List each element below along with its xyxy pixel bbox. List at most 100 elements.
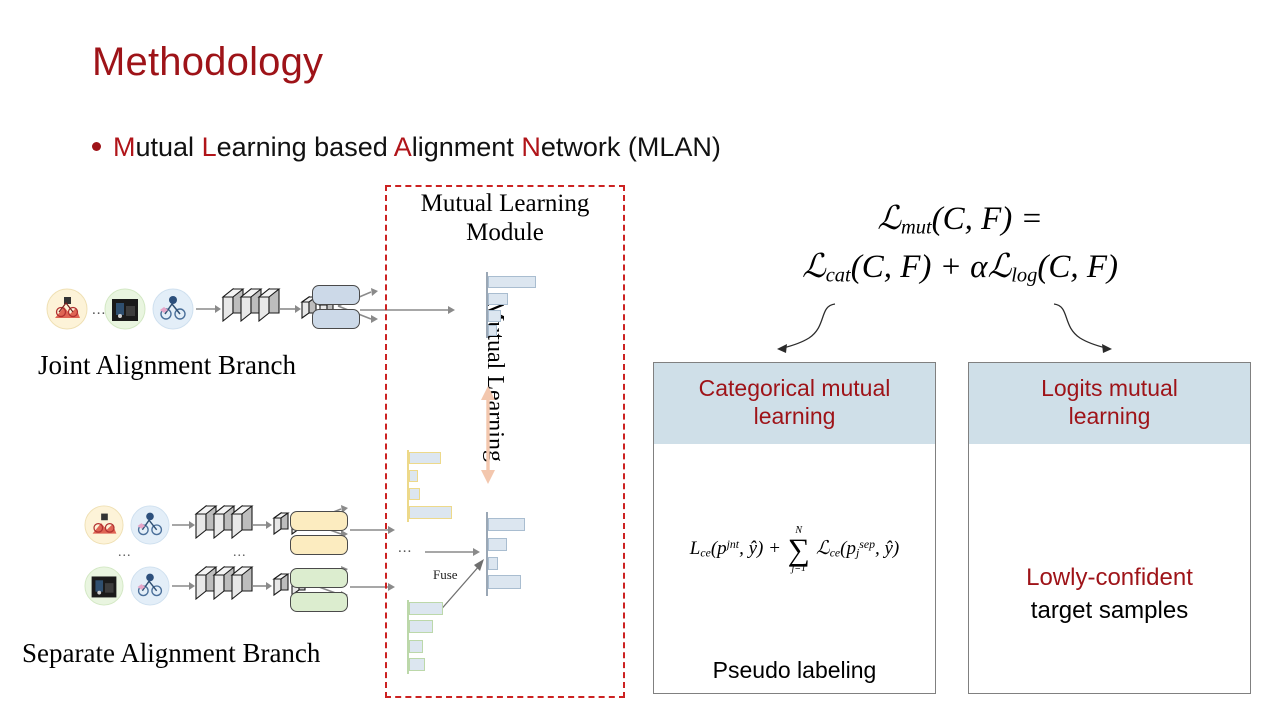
fuse-label: Fuse [433,567,458,582]
sample-image-icon-3 [152,288,194,330]
chart-bar [409,658,425,671]
chart-separate-branch-1 [407,450,477,522]
arrow-icon-fuse-diagonal [437,559,484,614]
chart-bar [409,488,420,500]
card-logits-header: Logits mutual learning [969,363,1250,445]
module-ellipsis: ... [398,540,413,556]
formula-lead-sub: ce [700,546,711,560]
joint-output-box-1 [312,285,360,305]
loss-symbol-mut: ℒ [877,201,901,237]
arrow-icon-joint-to-conv [196,305,221,313]
separate-branch-label: Separate Alignment Branch [22,638,321,668]
formula-tail-sup: sep [859,537,875,551]
chart-separate-branch-2 [407,600,477,674]
formula-tail: ℒ [816,538,830,560]
card-logits-body: Lowly-confident target samples [969,444,1250,702]
formula-tail-sub2: j [855,546,860,560]
conv-block-group-joint [221,287,281,323]
equation-args-2: (C, F) [850,248,932,285]
chart-axis [407,600,409,674]
sample-image-icon-6 [84,566,124,606]
page-title: Methodology [92,40,324,84]
formula-tail-close: , ŷ) [874,538,900,560]
bullet-dot-icon [92,142,101,151]
loss-equation: ℒmut(C, F) = ℒcat(C, F) + αℒlog(C, F) [700,196,1220,292]
curved-arrow-icon-to-logits [1053,303,1112,353]
equation-alpha: α [970,248,988,285]
chart-bar [488,575,521,589]
arrow-icon-conv-to-fc-joint [280,305,301,313]
mutual-learning-module-title: Mutual Learning Module [387,190,623,248]
chart-bar [409,640,423,653]
summation-lower-limit: j=1 [791,563,806,575]
loss-subscript-log: log [1011,264,1038,287]
summation-sigma-icon: ∑ [787,532,810,568]
card-categorical-header: Categorical mutual learning [654,363,935,445]
arrow-icon-sep2-to-conv [172,582,195,590]
chart-bar [488,293,508,305]
formula-lead-close: , ŷ) + [739,538,781,560]
arrow-icon-sep1-into-module [350,526,395,534]
card-categorical-header-line-2: learning [753,402,836,429]
loss-symbol-cat: ℒ [801,248,826,285]
chart-bar [488,518,525,531]
logits-body-line-2: target samples [1030,596,1189,624]
arrow-icon-joint-into-module [360,306,455,314]
arrow-icon-fuse-horizontal [425,548,480,556]
card-logits-header-line-1: Logits mutual [1041,375,1178,401]
chart-bar [409,602,443,615]
chart-bar [409,506,452,519]
loss-subscript-cat: cat [825,264,851,287]
chart-axis [486,272,488,338]
formula-tail-sub: ce [829,546,841,560]
arrow-icon-conv-to-fc-sep2 [253,582,272,590]
joint-branch-label: Joint Alignment Branch [38,350,296,380]
formula-lead-sup: jnt [726,537,740,551]
equation-line-1: ℒmut(C, F) = [700,196,1220,244]
bullet-line: Mutual Learning based Alignment Network … [92,132,721,163]
conv-block-group-sep2 [194,565,254,601]
card-logits-mutual-learning: Logits mutual learning Lowly-confident t… [968,362,1251,694]
summation-upper-limit: N [795,525,803,537]
chart-bar [488,557,498,570]
categorical-loss-formula: Lce(pjnt, ŷ) + N ∑ j=1 ℒce(pjsep, ŷ) [654,526,935,574]
equation-args-3: (C, F) [1037,248,1119,285]
formula-tail-open: (p [840,538,856,560]
arrow-icon-sep1-to-conv [172,521,195,529]
formula-lead: L [689,538,701,560]
separate-output-box-green-1 [290,568,348,588]
sample-image-icon-5 [130,505,170,545]
equation-plus: + [939,248,962,285]
chart-bar [409,470,418,482]
loss-symbol-log: ℒ [987,248,1012,285]
chart-bar [488,310,501,322]
card-categorical-body: Lce(pjnt, ŷ) + N ∑ j=1 ℒce(pjsep, ŷ) Pse… [654,444,935,702]
sample-image-icon-2 [104,288,146,330]
chart-bar [488,538,507,551]
formula-lead-open: (p [710,538,727,560]
separate-output-box-green-2 [290,592,348,612]
card-categorical-header-line-1: Categorical mutual [698,375,891,401]
sample-image-icon-4 [84,505,124,545]
module-title-line-1: Mutual Learning [420,190,590,217]
summation-operator: N ∑ j=1 [788,526,810,574]
curved-arrow-icon-to-categorical [777,303,836,353]
arrow-icon-conv-to-fc-sep1 [253,521,272,529]
chart-joint-alignment [486,272,556,338]
card-categorical-mutual-learning: Categorical mutual learning Lce(pjnt, ŷ)… [653,362,936,694]
chart-axis [407,450,409,522]
equation-equals: = [1020,201,1043,237]
separate-output-box-yellow-1 [290,511,348,531]
separate-branch-ellipsis-1: ... [118,545,132,560]
joint-output-box-2 [312,309,360,329]
logits-body-text: Lowly-confident target samples [969,562,1250,627]
mutual-learning-double-arrow-icon [481,386,495,484]
chart-bar [488,276,536,288]
bullet-text: Mutual Learning based Alignment Network … [113,132,721,162]
card-logits-header-line-2: learning [1068,402,1151,429]
chart-bar [488,325,497,336]
arrow-icon-sep2-into-module [350,583,395,591]
joint-branch-ellipsis: ... [92,302,107,318]
chart-bar [409,452,441,464]
chart-fused-distribution [486,512,556,596]
